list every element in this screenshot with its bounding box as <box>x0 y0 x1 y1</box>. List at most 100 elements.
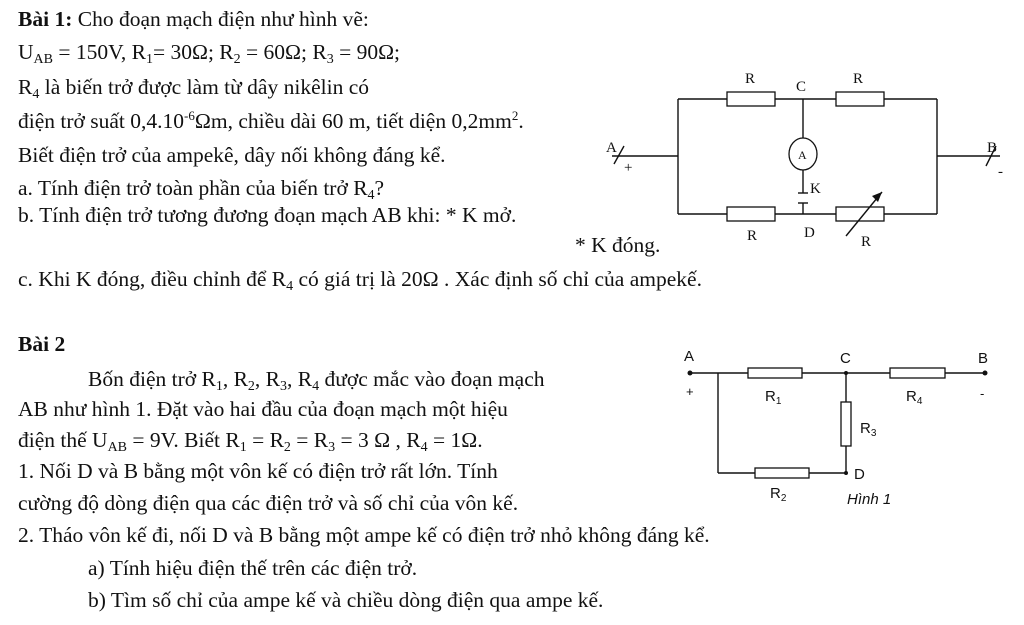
bai2-l1-d: , R <box>287 367 313 391</box>
bai2-l1-e: được mắc vào đoạn mạch <box>319 367 545 391</box>
r3-symbol: R <box>312 40 327 64</box>
bai1-question-b-closed: * K đóng. <box>575 233 661 257</box>
bai2-l1-s4: 4 <box>312 379 320 394</box>
resistor-r3-fig1 <box>840 401 852 447</box>
bai2-l1-s2: 2 <box>247 379 255 394</box>
bai1-question-a: a. Tính điện trở toàn phần của biến trở … <box>18 175 385 203</box>
bai1-given-values: UAB = 150V, R1= 30Ω; R2 = 60Ω; R3 = 90Ω; <box>18 39 401 67</box>
bai2-l3-e: = 3 Ω , R <box>335 428 421 452</box>
u-value: = 150V, <box>52 40 132 64</box>
terminal-a-tick <box>613 145 625 165</box>
r1-value: = 30Ω; <box>152 40 220 64</box>
resistor-r1-fig1 <box>747 367 803 379</box>
r4-symbol: R <box>18 75 33 99</box>
resistor-r2-fig1 <box>754 467 810 479</box>
fig1-label-minus: - <box>980 386 984 401</box>
bai2-l3-s4: 3 <box>328 440 336 455</box>
bai2-line5: cường độ dòng điện qua các điện trở và s… <box>18 491 519 515</box>
bai2-line7: a) Tính hiệu điện thế trên các điện trở. <box>88 556 418 580</box>
label-switch-k: K <box>810 181 821 197</box>
bai1-resistivity-line: điện trở suất 0,4.10-6Ωm, chiều dài 60 m… <box>18 108 524 134</box>
bai2-l1-s3: 3 <box>280 379 288 394</box>
resistivity-exponent: -6 <box>184 108 195 123</box>
r4-text: là biến trở được làm từ dây nikêlin có <box>39 75 369 99</box>
resistor-r4-fig1 <box>889 367 946 379</box>
bai2-l1-a: Bốn điện trở R <box>88 367 216 391</box>
bai2-line4: 1. Nối D và B bằng một vôn kế có điện tr… <box>18 459 498 483</box>
u-symbol: U <box>18 40 34 64</box>
resistivity-text: điện trở suất 0,4.10 <box>18 109 185 133</box>
bai2-l3-f: = 1Ω. <box>427 428 483 452</box>
bai2-l3-s3: 2 <box>283 440 291 455</box>
ammeter-icon <box>788 137 818 171</box>
bai2-line6: 2. Tháo vôn kế đi, nối D và B bằng một a… <box>18 523 710 547</box>
bai2-line2: AB như hình 1. Đặt vào hai đầu của đoạn … <box>18 397 508 421</box>
r2-symbol: R <box>219 40 234 64</box>
r3-value: = 90Ω; <box>333 40 401 64</box>
label-terminal-a: A <box>606 140 617 156</box>
fig1-label-r2: R2 <box>770 485 787 504</box>
resistor-r1 <box>726 91 776 107</box>
bai2-l3-d: = R <box>290 428 329 452</box>
bai1-question-b: b. Tính điện trở tương đương đoạn mạch A… <box>18 203 517 227</box>
question-c-subscript: 4 <box>286 279 294 294</box>
question-c-end: có giá trị là 20Ω . Xác định số chỉ của … <box>293 267 702 291</box>
label-ammeter: A <box>798 148 807 162</box>
bai2-heading: Bài 2 <box>18 332 66 356</box>
label-c: C <box>796 79 806 95</box>
label-r-top-right: R <box>853 71 863 87</box>
bai2-l3-s5: 4 <box>420 440 428 455</box>
fig1-label-c: C <box>840 350 851 367</box>
terminal-b-tick <box>985 145 997 167</box>
r2-value: = 60Ω; <box>240 40 313 64</box>
fig1-label-a: A <box>684 348 694 365</box>
bai1-intro: Cho đoạn mạch điện như hình vẽ: <box>77 7 369 31</box>
bai2-l1-b: , R <box>222 367 248 391</box>
question-a-subscript: 4 <box>367 188 375 203</box>
u-subscript: AB <box>33 52 53 67</box>
label-terminal-a-plus: + <box>624 160 632 176</box>
terminal-a-dot <box>687 370 693 376</box>
bai2-l1-s1: 1 <box>215 379 223 394</box>
node-c-dot <box>844 371 848 375</box>
question-a-end: ? <box>374 176 385 200</box>
question-a-text: a. Tính điện trở toàn phần của biến trở … <box>18 176 368 200</box>
bai1-title-line: Bài 1: Cho đoạn mạch điện như hình vẽ: <box>18 6 369 32</box>
area-exponent: 2 <box>511 108 519 123</box>
resistor-r3 <box>726 206 776 222</box>
circuit2-wires <box>690 372 985 474</box>
bai2-l3-s2: 1 <box>239 440 247 455</box>
bai2-l1-c: , R <box>254 367 281 391</box>
bai1-question-c: c. Khi K đóng, điều chỉnh để R4 có giá t… <box>18 266 702 294</box>
bai2-l3-s1: AB <box>107 440 128 455</box>
rheostat-arrow-head <box>872 192 882 202</box>
bai2-l3-b: = 9V. Biết R <box>127 428 240 452</box>
bai2-l3-a: điện thế U <box>18 428 108 452</box>
fig1-label-d: D <box>854 466 865 483</box>
fig1-label-r4: R4 <box>906 388 923 407</box>
bai2-l3-c: = R <box>246 428 284 452</box>
r4-subscript: 4 <box>32 87 40 102</box>
r3-subscript: 3 <box>326 52 334 67</box>
fig1-label-r1: R1 <box>765 388 782 407</box>
label-terminal-b-minus: - <box>998 164 1003 180</box>
period: . <box>518 109 524 133</box>
fig1-label-r3: R3 <box>860 420 877 439</box>
label-terminal-b: B <box>987 140 997 156</box>
label-r-bottom-right: R <box>861 234 871 250</box>
bai1-r4-description: R4 là biến trở được làm từ dây nikêlin c… <box>18 74 369 102</box>
fig1-label-b: B <box>978 350 988 367</box>
length-area-text: Ωm, chiều dài 60 m, tiết diện 0,2mm <box>194 109 512 133</box>
node-d-dot <box>844 471 848 475</box>
label-d: D <box>804 225 815 241</box>
label-r-top-left: R <box>745 71 755 87</box>
r1-symbol: R <box>131 40 146 64</box>
variable-resistor-r4 <box>835 206 885 222</box>
fig1-label-plus: + <box>686 384 694 399</box>
bai2-line1: Bốn điện trở R1, R2, R3, R4 được mắc vào… <box>88 366 545 394</box>
r1-subscript: 1 <box>145 52 153 67</box>
resistor-r2 <box>835 91 885 107</box>
circuit1-wires <box>612 98 1000 215</box>
